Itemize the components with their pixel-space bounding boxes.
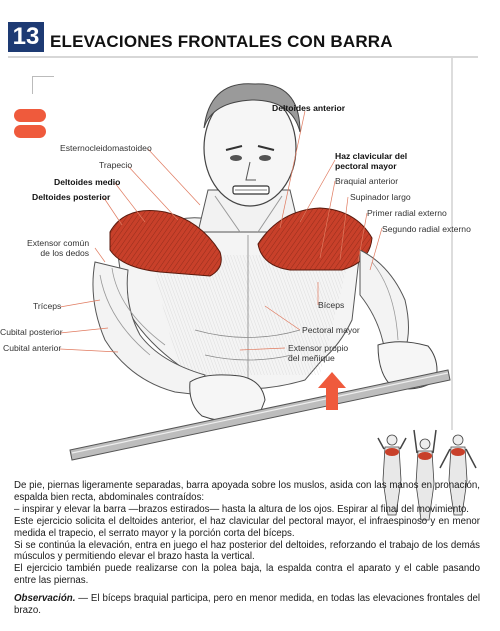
label-haz-clavicular-line1: Haz clavicular del — [335, 151, 408, 161]
label-extensor-propio-line1: Extensor propio — [288, 343, 349, 353]
sequence-figure-3 — [439, 434, 477, 516]
label-trapecio: Trapecio — [99, 160, 133, 170]
red-pill-icon — [14, 109, 46, 122]
label-deltoides-medio: Deltoides medio — [54, 177, 121, 187]
sequence-figures — [377, 429, 477, 521]
label-cubital-anterior: Cubital anterior — [3, 343, 62, 353]
eye-left — [230, 155, 242, 161]
deltoid-left-fibers — [110, 210, 222, 276]
label-haz-clavicular: Haz clavicular del pectoral mayor — [335, 151, 407, 171]
exercise-number-badge: 13 — [8, 22, 44, 52]
sequence-figure-1 — [377, 434, 407, 516]
left-arm-muscle-line — [111, 267, 166, 346]
description-paragraph: – inspirar y elevar la barra —brazos est… — [14, 503, 469, 515]
observation-label: Observación. — [14, 593, 76, 605]
deltoid-right-fibers — [258, 208, 372, 270]
label-deltoides-anterior: Deltoides anterior — [272, 103, 346, 113]
description-paragraph: De pie, piernas ligeramente separadas, b… — [14, 480, 480, 503]
right-arm — [359, 249, 409, 353]
torso-muscle-shading — [150, 255, 350, 375]
label-extensor-comun: Extensor común de los dedos — [27, 238, 89, 258]
label-deltoides-posterior: Deltoides posterior — [32, 192, 111, 202]
frame-corner-top — [32, 76, 54, 77]
description-paragraph: Este ejercicio solicita el deltoides ant… — [14, 515, 480, 539]
frame-corner — [32, 76, 33, 94]
label-triceps: Tríceps — [33, 301, 62, 311]
description-paragraph: El ejercicio también puede realizarse co… — [14, 563, 480, 587]
label-primer-radial-externo: Primer radial externo — [367, 208, 447, 218]
barbell-shine — [71, 372, 449, 454]
label-cubital-posterior: Cubital posterior — [0, 327, 63, 337]
label-esternocleidomastoideo: Esternocleidomastoideo — [60, 143, 152, 153]
right-arm-muscle-line — [371, 261, 399, 341]
label-braquial-anterior: Braquial anterior — [335, 176, 399, 186]
leader-lines — [59, 110, 383, 353]
sequence-figure-2 — [413, 429, 437, 521]
neck-tendon — [214, 195, 283, 233]
label-supinador-largo: Supinador largo — [350, 192, 411, 202]
abdominal-line — [204, 354, 293, 361]
red-pill-icon — [14, 125, 46, 138]
label-extensor-comun-line1: Extensor común — [27, 238, 90, 248]
label-haz-clavicular-line2: pectoral mayor — [335, 161, 397, 171]
hair — [203, 83, 301, 133]
left-arm-muscle-line — [99, 274, 151, 356]
description-paragraph: Si se continúa la elevación, entra en ju… — [14, 539, 480, 563]
label-extensor-propio-line2: del meñique — [288, 353, 335, 363]
nose — [245, 161, 256, 181]
observation-text: — El bíceps braquial participa, pero en … — [14, 593, 480, 617]
up-arrow-icon — [318, 372, 346, 410]
label-extensor-propio: Extensor propio del meñique — [288, 343, 348, 363]
label-segundo-radial-externo: Segundo radial externo — [382, 224, 471, 234]
label-biceps: Bíceps — [318, 300, 345, 310]
label-extensor-comun-line2: de los dedos — [40, 248, 90, 258]
label-pectoral-mayor: Pectoral mayor — [302, 325, 360, 335]
exercise-description: De pie, piernas ligeramente separadas, b… — [14, 480, 480, 617]
header-divider — [8, 56, 478, 58]
abdominal-line — [194, 329, 301, 338]
observation-paragraph: Observación. — El bíceps braquial partic… — [14, 593, 480, 617]
page-title: ELEVACIONES FRONTALES CON BARRA — [50, 32, 393, 51]
eye-right — [259, 155, 271, 161]
eyebrows — [225, 145, 275, 151]
